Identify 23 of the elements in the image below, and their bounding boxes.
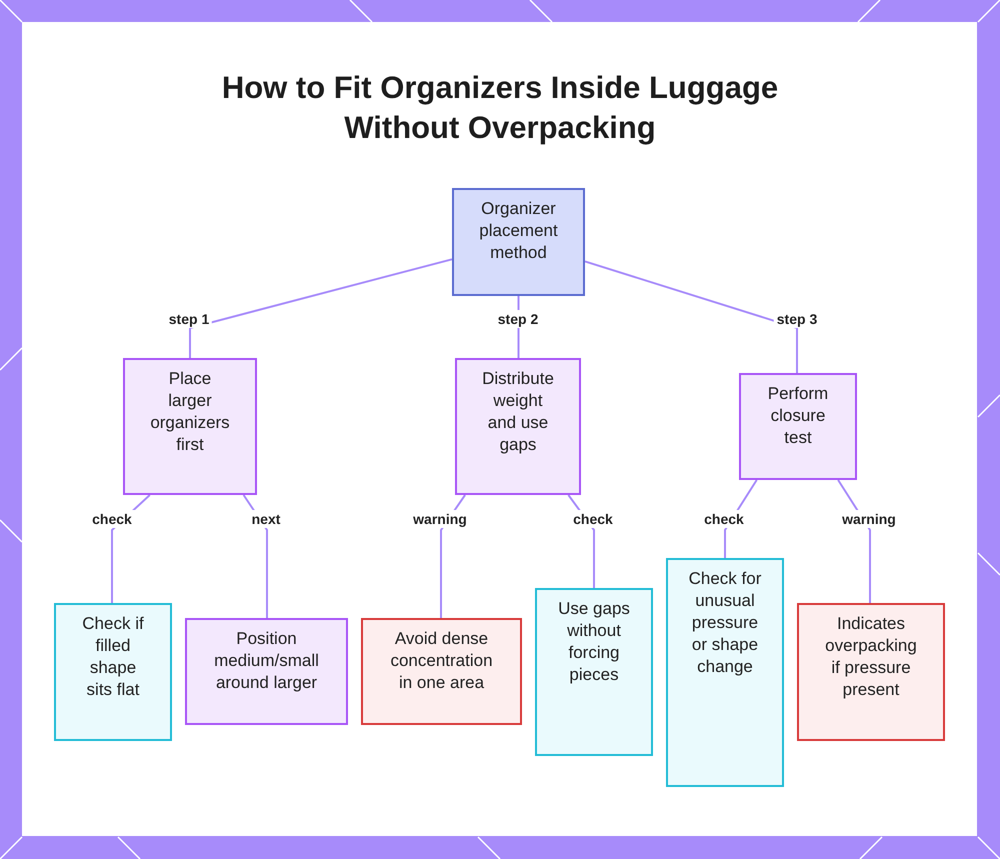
warning-box [361,618,522,725]
connector-line [584,260,798,373]
process-box [452,188,585,296]
node-text: Use gaps without forcing pieces [557,598,631,686]
node-text: Organizer placement method [478,198,559,264]
process-box [455,358,581,495]
node-text: Distribute weight and use gaps [481,368,555,456]
node-text: Place larger organizers first [149,368,231,456]
process-box [185,618,348,725]
check-box [666,558,784,787]
node-text: Check if filled shape sits flat [81,613,145,701]
connector-line [189,258,452,358]
node-text: Avoid dense concentration in one area [389,628,494,694]
process-box [739,373,857,480]
node-text: Perform closure test [766,383,830,449]
node-text: Indicates overpacking if pressure present [824,613,918,701]
check-box [54,603,172,741]
check-box [535,588,653,756]
diagram-title: How to Fit Organizers Inside Luggage Without Overpacking [220,69,780,147]
node-text: Position medium/small around larger [213,628,320,694]
process-box [123,358,257,495]
node-text: Check for unusual pressure or shape change [688,568,762,678]
warning-box [797,603,945,741]
